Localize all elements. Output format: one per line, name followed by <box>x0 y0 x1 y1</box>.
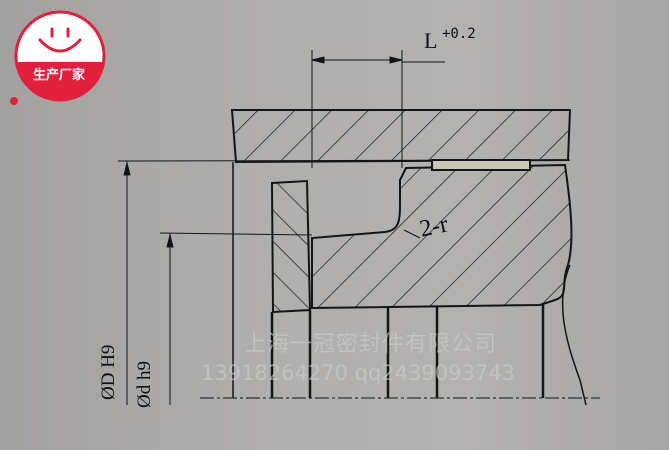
inner-diameter-label: Ød h9 <box>134 361 155 408</box>
badge-text: 生产厂家 <box>32 68 85 83</box>
dimension-arrow-icon <box>123 162 174 248</box>
dimension-arrow-icon <box>311 56 403 64</box>
outer-diameter-label: ØD H9 <box>98 344 119 400</box>
seal-ring <box>270 179 312 314</box>
smiley-icon <box>38 27 82 53</box>
radius-label: 2-r <box>417 211 451 243</box>
lower-section-lines <box>200 162 600 406</box>
guide-ring <box>431 159 531 171</box>
length-dimension-label: L <box>424 28 438 53</box>
dimension-lines <box>117 50 571 405</box>
watermark-company: 上海一冠密封件有限公司 <box>244 332 498 357</box>
manufacturer-badge <box>10 10 106 105</box>
length-tolerance-value: +0.2 <box>442 26 476 42</box>
watermark-contact: 13918264270 qq2439093743 <box>201 361 515 385</box>
housing-bore <box>230 109 572 164</box>
